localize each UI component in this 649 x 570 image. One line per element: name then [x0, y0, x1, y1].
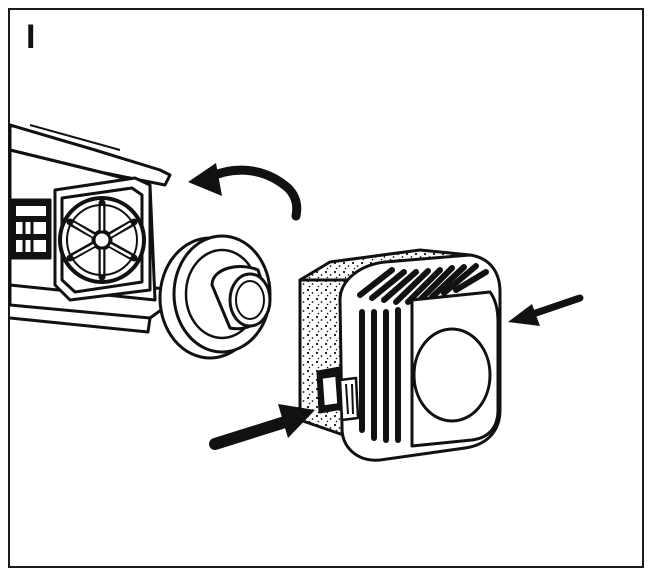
rotate-arrow-icon [188, 163, 302, 221]
push-arrow-icon [209, 404, 315, 450]
step-label: I [26, 18, 36, 56]
motor-cover-icon [158, 234, 272, 360]
sponge-filter-cage-icon [298, 248, 502, 462]
impeller-icon [58, 196, 146, 284]
push-arrow-icon [508, 294, 584, 326]
